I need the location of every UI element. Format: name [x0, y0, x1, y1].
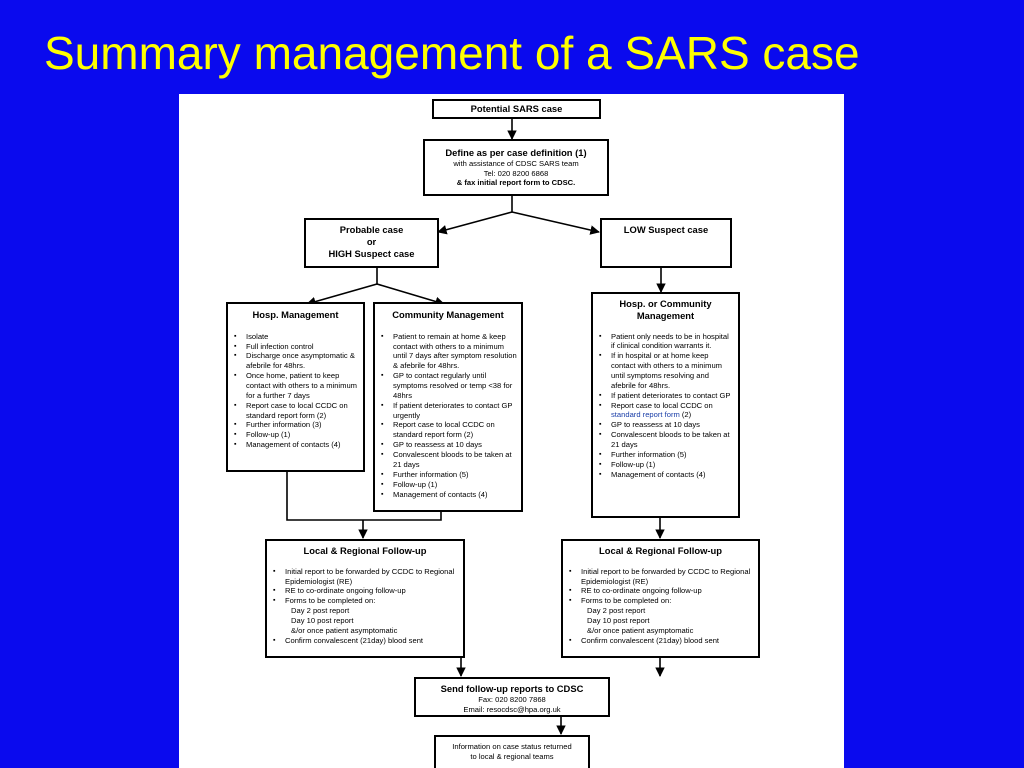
list-item: Full infection control	[234, 342, 359, 352]
list-item: Isolate	[234, 332, 359, 342]
followup-right-box: Local & Regional Follow-up Initial repor…	[561, 539, 760, 658]
list-item: Patient to remain at home & keep contact…	[381, 332, 517, 371]
list-item: Follow-up (1)	[381, 480, 517, 490]
list-item: Follow-up (1)	[599, 460, 734, 470]
arrow-to-community	[376, 283, 445, 307]
list-item: Report case to local CCDC on standard re…	[234, 401, 359, 421]
list-item: If patient deteriorates to contact GP ur…	[381, 401, 517, 421]
hosp-management-title: Hosp. Management	[252, 309, 339, 320]
followup-left-title: Local & Regional Follow-up	[303, 545, 427, 556]
list-item: GP to reassess at 10 days	[381, 440, 517, 450]
send-reports-fax: Fax: 020 8200 7868	[478, 694, 546, 704]
send-reports-title: Send follow-up reports to CDSC	[440, 683, 584, 694]
hosp-or-community-title1: Hosp. or Community	[619, 298, 712, 309]
info-returned-box: Information on case status returned to l…	[434, 735, 590, 768]
list-item: Confirm convalescent (21day) blood sent	[273, 636, 459, 646]
list-subitem: &/or once patient asymptomatic	[587, 625, 694, 635]
line-community-down	[363, 512, 442, 521]
list-item: Forms to be completed on:	[569, 596, 754, 606]
list-item: Further information (5)	[381, 470, 517, 480]
send-reports-box: Send follow-up reports to CDSC Fax: 020 …	[414, 677, 610, 717]
list-item: Once home, patient to keep contact with …	[234, 371, 359, 401]
standard-report-form-link[interactable]: standard report form	[611, 410, 680, 420]
hosp-or-community-box: Hosp. or Community Management Patient on…	[591, 292, 740, 518]
list-subitem: Day 2 post report	[587, 606, 646, 616]
flowchart-panel: Potential SARS case Define as per case d…	[179, 94, 844, 768]
followup-right-title: Local & Regional Follow-up	[599, 545, 722, 556]
list-item: GP to reassess at 10 days	[599, 420, 734, 430]
list-item: Report case to local CCDC on standard re…	[381, 420, 517, 440]
case-definition-title: Define as per case definition (1)	[445, 147, 587, 158]
list-item: Further information (5)	[599, 450, 734, 460]
list-item: RE to co-ordinate ongoing follow-up	[273, 586, 459, 596]
list-item: Convalescent bloods to be taken at 21 da…	[381, 450, 517, 470]
list-item-suffix: (2)	[679, 410, 692, 420]
list-item: Follow-up (1)	[234, 430, 359, 440]
case-definition-box: Define as per case definition (1) with a…	[423, 139, 609, 196]
hosp-or-community-title2: Management	[636, 309, 695, 321]
list-subitem: Day 2 post report	[291, 606, 350, 616]
followup-right-list: Initial report to be forwarded by CCDC t…	[563, 567, 758, 646]
list-item: Report case to local CCDC on standard re…	[599, 400, 734, 421]
list-item: Patient only needs to be in hospital if …	[599, 332, 734, 352]
hosp-or-community-list: Patient only needs to be in hospital if …	[593, 332, 738, 480]
potential-case-title: Potential SARS case	[470, 103, 563, 114]
list-item: Forms to be completed on:	[273, 596, 459, 606]
slide-title: Summary management of a SARS case	[44, 27, 860, 79]
community-management-box: Community Management Patient to remain a…	[373, 302, 523, 512]
followup-left-box: Local & Regional Follow-up Initial repor…	[265, 539, 465, 658]
probable-case-line1: Probable case	[339, 224, 404, 235]
arrow-to-hosp	[306, 283, 378, 307]
list-subitem: Day 10 post report	[291, 616, 354, 626]
hosp-management-box: Hosp. Management Isolate Full infection …	[226, 302, 365, 472]
hosp-management-list: Isolate Full infection control Discharge…	[228, 332, 363, 450]
send-reports-email: Email: resocdsc@hpa.org.uk	[463, 704, 561, 714]
flowchart-connectors	[286, 118, 666, 735]
arrow-to-low	[511, 211, 600, 235]
info-returned-line2: to local & regional teams	[470, 751, 554, 761]
probable-case-line3: HIGH Suspect case	[328, 247, 415, 259]
case-definition-line3: & fax initial report form to CDSC.	[456, 178, 576, 188]
list-item: If patient deteriorates to contact GP	[599, 391, 734, 401]
list-item: RE to co-ordinate ongoing follow-up	[569, 586, 754, 596]
list-item: Management of contacts (4)	[234, 440, 359, 450]
info-returned-line1: Information on case status returned	[452, 742, 572, 751]
list-item-text: Report case to local CCDC on	[611, 400, 713, 410]
case-definition-line1: with assistance of CDSC SARS team	[453, 158, 579, 168]
list-subitem: Day 10 post report	[587, 616, 650, 626]
community-management-list: Patient to remain at home & keep contact…	[375, 332, 521, 500]
list-item: If in hospital or at home keep contact w…	[599, 351, 734, 390]
list-item: GP to contact regularly until symptoms r…	[381, 371, 517, 401]
list-item: Management of contacts (4)	[381, 490, 517, 500]
list-item: Further information (3)	[234, 420, 359, 430]
list-item: Convalescent bloods to be taken at 21 da…	[599, 430, 734, 450]
list-item: Confirm convalescent (21day) blood sent	[569, 636, 754, 646]
line-hosp-down	[286, 472, 363, 521]
followup-left-list: Initial report to be forwarded by CCDC t…	[267, 567, 463, 646]
potential-sars-case-box: Potential SARS case	[432, 99, 601, 119]
low-suspect-title: LOW Suspect case	[623, 224, 709, 235]
case-definition-line2: Tel: 020 8200 6868	[483, 168, 549, 178]
low-suspect-box: LOW Suspect case	[600, 218, 732, 268]
probable-case-box: Probable case or HIGH Suspect case	[304, 218, 439, 268]
arrow-to-probable	[437, 211, 513, 235]
list-item: Discharge once asymptomatic & afebrile f…	[234, 351, 359, 371]
list-item: Management of contacts (4)	[599, 470, 734, 480]
list-item: Initial report to be forwarded by CCDC t…	[569, 567, 754, 587]
list-item: Initial report to be forwarded by CCDC t…	[273, 567, 459, 587]
probable-case-line2: or	[366, 235, 377, 247]
list-subitem: &/or once patient asymptomatic	[291, 625, 398, 635]
community-management-title: Community Management	[392, 309, 504, 320]
